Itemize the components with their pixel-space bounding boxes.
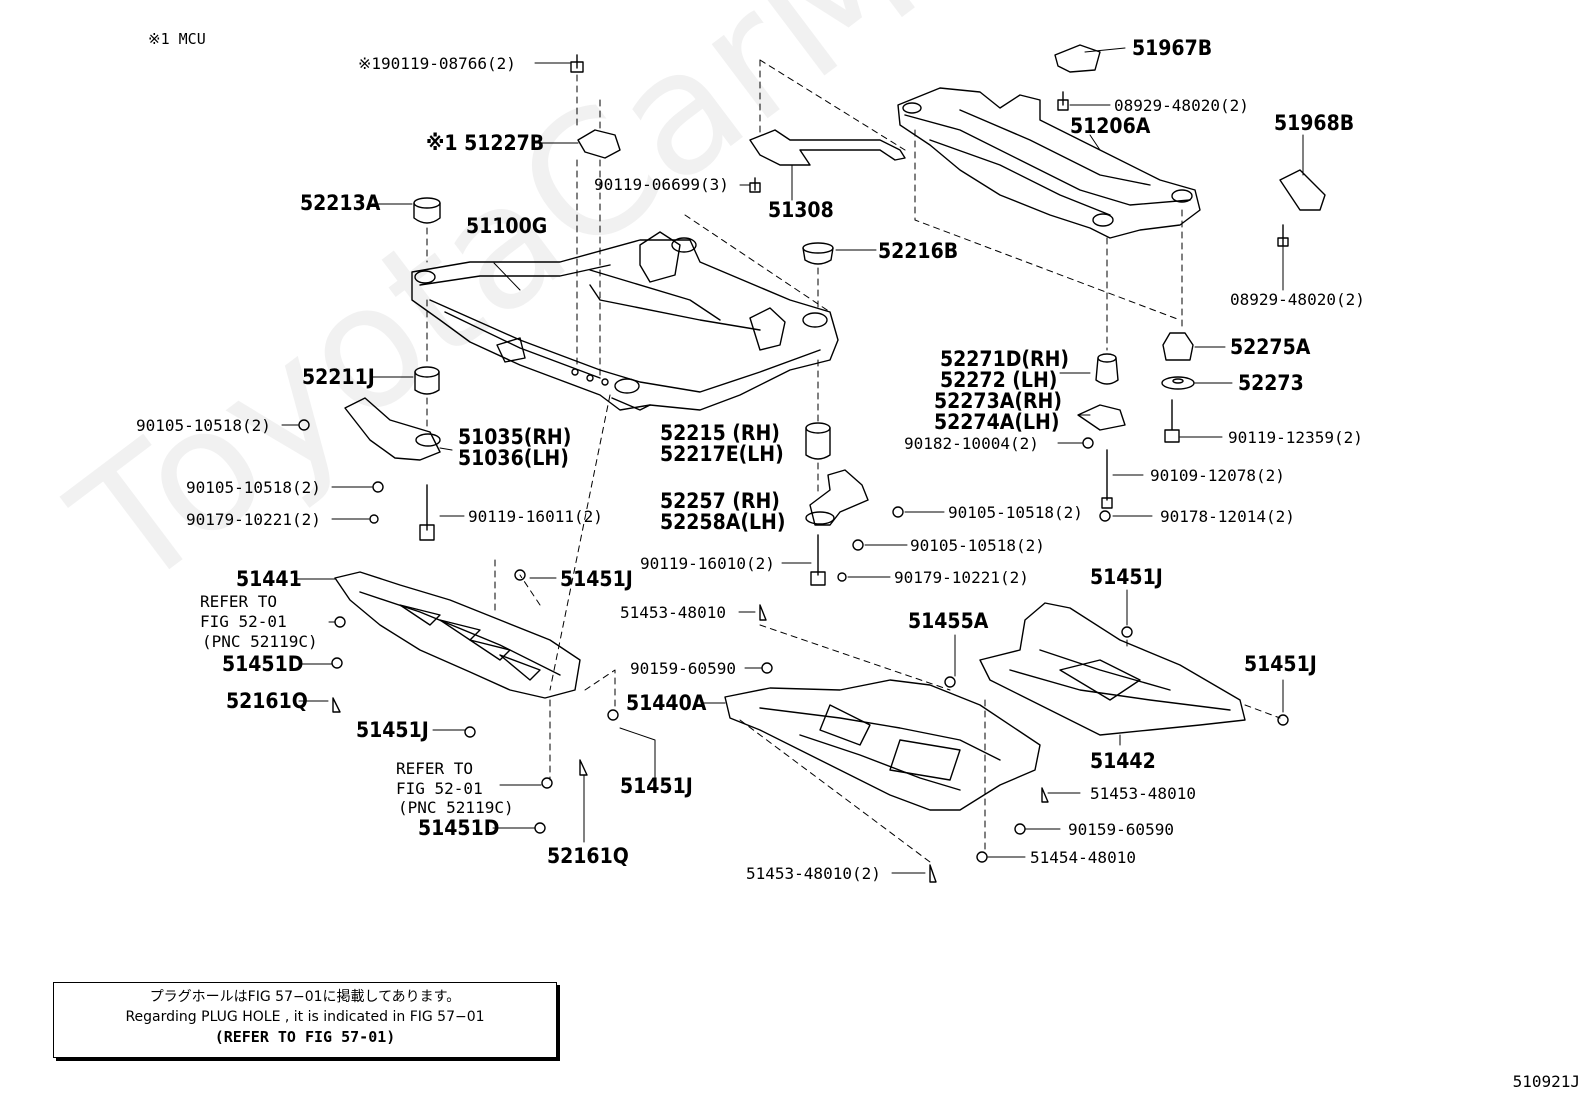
- bushing-52275A: [1162, 332, 1194, 361]
- label-52275A: 52275A: [1230, 335, 1311, 359]
- bushing-52211J: [414, 366, 440, 395]
- label-refer1-a: REFER TO: [200, 592, 277, 611]
- header-note: ※1 MCU: [148, 30, 206, 48]
- label-51206A: 51206A: [1070, 114, 1151, 138]
- label-51451D-a: 51451D: [222, 652, 303, 676]
- note-line-japanese: プラグホールはFIG 57−01に掲載してあります。: [149, 989, 461, 1005]
- label-51451D-b: 51451D: [418, 816, 499, 840]
- label-90105-10518-c: 90105-10518(2): [948, 503, 1083, 522]
- bushing-52271D: [1095, 353, 1119, 385]
- arm-51035: [344, 397, 441, 461]
- label-90119-08766: ※190119-08766(2): [358, 54, 516, 73]
- leader-lines: [281, 47, 1304, 874]
- label-51453-48010-a: 51453-48010: [620, 603, 726, 622]
- bracket-51227B: [577, 129, 621, 159]
- label-51036: 51036(LH): [458, 446, 569, 470]
- plug-hole-note-box: プラグホールはFIG 57−01に掲載してあります。 Regarding PLU…: [53, 982, 557, 1058]
- bushing-52215: [805, 422, 831, 460]
- dashed-guides: [426, 59, 1284, 863]
- bracket-51968B: [1279, 169, 1326, 211]
- label-90179-10221-b: 90179-10221(2): [894, 568, 1029, 587]
- label-51442: 51442: [1090, 749, 1156, 773]
- label-51451J-c: 51451J: [620, 774, 693, 798]
- label-refer2-c: (PNC 52119C): [398, 798, 514, 817]
- label-90178-12014: 90178-12014(2): [1160, 507, 1295, 526]
- label-52274A: 52274A(LH): [934, 410, 1059, 434]
- bracket-51308: [749, 129, 906, 166]
- under-cover-51441: [334, 571, 581, 699]
- label-51968B: 51968B: [1274, 111, 1354, 135]
- bracket-51967B: [1054, 44, 1101, 73]
- label-51451J-d: 51451J: [1090, 565, 1163, 589]
- label-refer2-b: FIG 52-01: [396, 779, 483, 798]
- label-51035: 51035(RH): [458, 425, 571, 449]
- label-52258A: 52258A(LH): [660, 510, 785, 534]
- label-08929-48020-a: 08929-48020(2): [1114, 96, 1249, 115]
- label-51440A: 51440A: [626, 691, 707, 715]
- label-52272: 52272 (LH): [940, 368, 1057, 392]
- label-51227B: ※1 51227B: [426, 131, 544, 155]
- label-51453-48010-b: 51453-48010: [1090, 784, 1196, 803]
- label-52271D: 52271D(RH): [940, 347, 1069, 371]
- label-52161Q-b: 52161Q: [547, 844, 629, 868]
- label-refer1-b: FIG 52-01: [200, 612, 287, 631]
- label-52211J: 52211J: [302, 365, 375, 389]
- label-90109-12078: 90109-12078(2): [1150, 466, 1285, 485]
- label-51455A: 51455A: [908, 609, 989, 633]
- label-51453-48010-c: 51453-48010(2): [746, 864, 881, 883]
- under-cover-51442: [979, 602, 1246, 736]
- figure-id: 510921J: [1512, 1072, 1580, 1091]
- note-line-english: Regarding PLUG HOLE , it is indicated in…: [125, 1009, 485, 1025]
- label-52213A: 52213A: [300, 191, 381, 215]
- label-90105-10518-d: 90105-10518(2): [910, 536, 1045, 555]
- label-51451J-a: 51451J: [560, 567, 633, 591]
- label-refer1-c: (PNC 52119C): [202, 632, 318, 651]
- label-51454-48010: 51454-48010: [1030, 848, 1136, 867]
- label-51451J-b: 51451J: [356, 718, 429, 742]
- label-90119-06699: 90119-06699(3): [594, 175, 729, 194]
- label-52217E: 52217E(LH): [660, 442, 784, 466]
- label-08929-48020-b: 08929-48020(2): [1230, 290, 1365, 309]
- label-90119-12359: 90119-12359(2): [1228, 428, 1363, 447]
- label-52273: 52273: [1238, 371, 1304, 395]
- label-90159-60590-b: 90159-60590: [1068, 820, 1174, 839]
- label-52216B: 52216B: [878, 239, 958, 263]
- label-90105-10518-a: 90105-10518(2): [136, 416, 271, 435]
- label-51100G: 51100G: [466, 214, 547, 238]
- rear-subframe: [897, 87, 1201, 239]
- front-subframe: [411, 231, 839, 411]
- label-51308: 51308: [768, 198, 834, 222]
- bushing-52216B: [802, 242, 834, 265]
- label-90105-10518-b: 90105-10518(2): [186, 478, 321, 497]
- label-refer2-a: REFER TO: [396, 759, 473, 778]
- label-52257: 52257 (RH): [660, 489, 780, 513]
- label-90159-60590-a: 90159-60590: [630, 659, 736, 678]
- note-line-reference: (REFER TO FIG 57-01): [214, 1028, 396, 1046]
- label-52215: 52215 (RH): [660, 421, 780, 445]
- bushing-52213A: [413, 197, 441, 224]
- label-90179-10221-a: 90179-10221(2): [186, 510, 321, 529]
- labels: ※190119-08766(2) ※1 51227B 52213A 51100G…: [136, 36, 1365, 883]
- arm-52257: [805, 469, 869, 526]
- under-cover-51440A: [724, 679, 1041, 811]
- label-52161Q-a: 52161Q: [226, 689, 308, 713]
- washer-52273: [1161, 376, 1195, 390]
- label-52273A: 52273A(RH): [934, 389, 1062, 413]
- label-90182-10004: 90182-10004(2): [904, 434, 1039, 453]
- label-90119-16011: 90119-16011(2): [468, 507, 603, 526]
- label-90119-16010: 90119-16010(2): [640, 554, 775, 573]
- label-51441: 51441: [236, 567, 302, 591]
- bracket-52273A: [1077, 404, 1126, 431]
- label-51967B: 51967B: [1132, 36, 1212, 60]
- bolts: [298, 54, 1289, 883]
- label-51451J-e: 51451J: [1244, 652, 1317, 676]
